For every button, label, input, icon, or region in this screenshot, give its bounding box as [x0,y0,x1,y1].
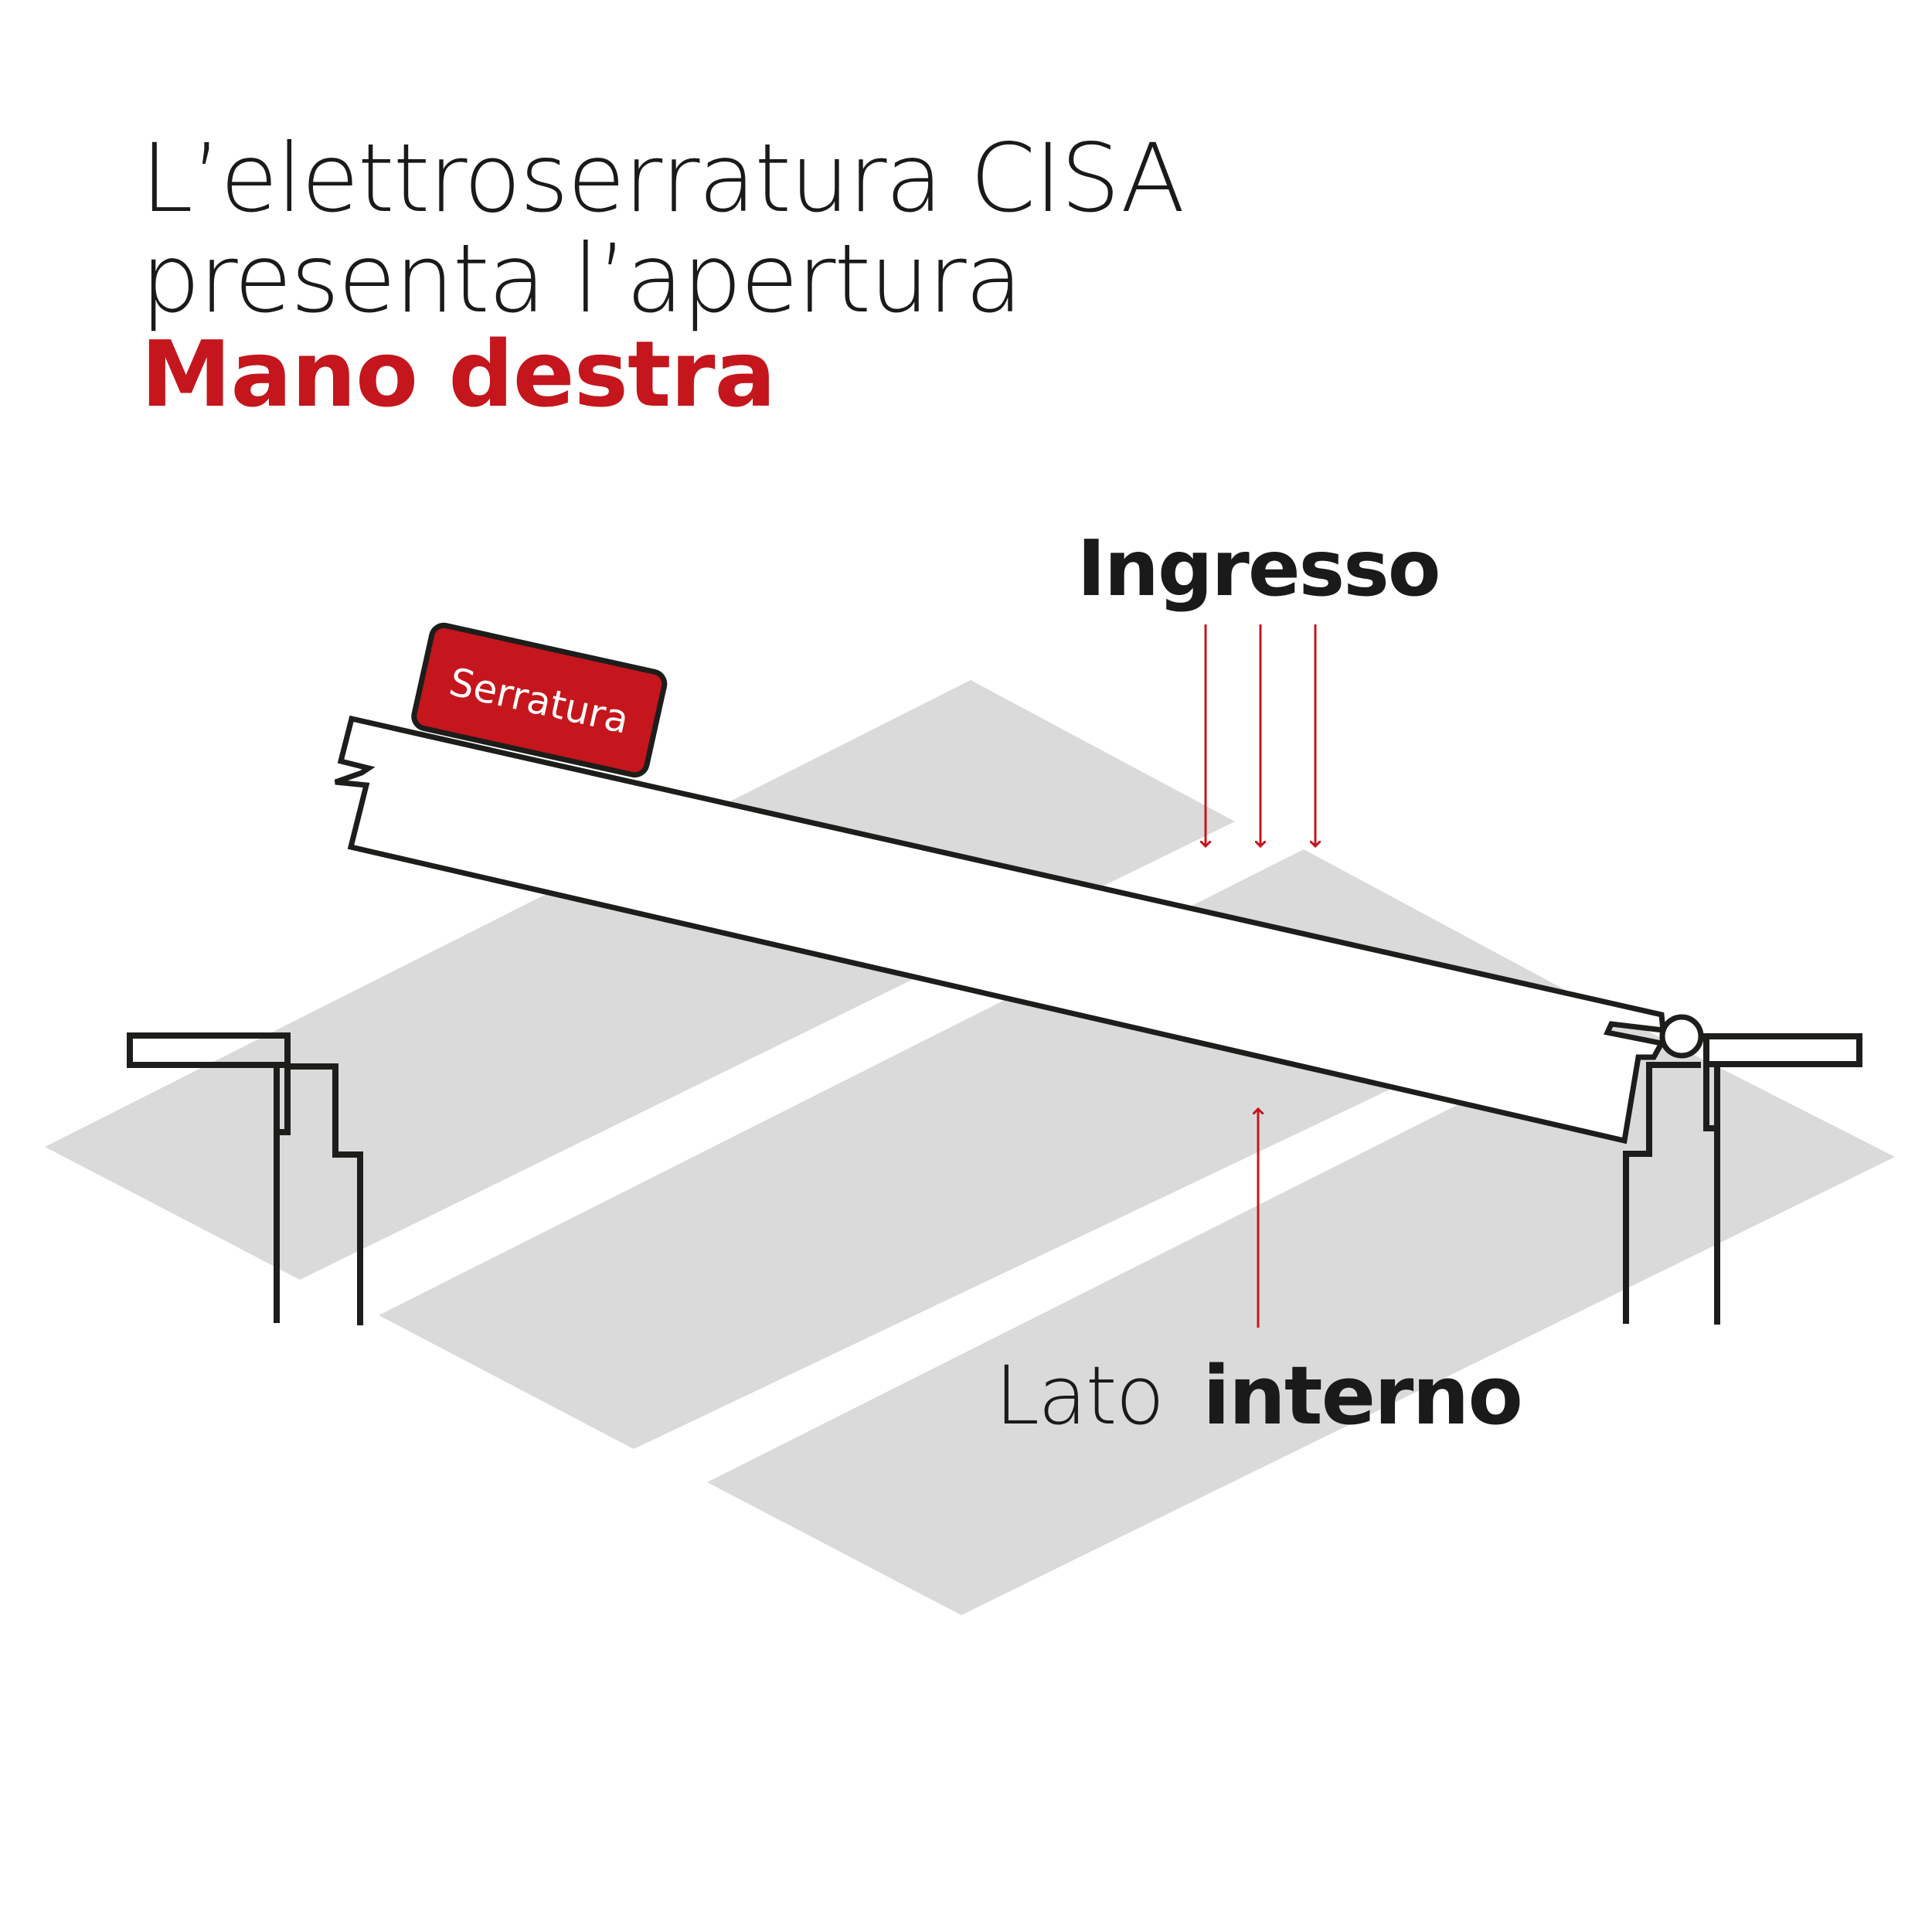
inside-label-bold: interno [1202,1349,1522,1443]
right-door-frame [1623,1033,1862,1325]
title-line-1: L’elettroserratura CISA [141,124,1185,233]
title-line-2: presenta l’apertura [141,224,1022,334]
lock-badge: Serratura [411,622,668,778]
floor [45,680,1895,1615]
left-door-frame [127,1032,363,1325]
inside-label: Lato interno [995,1349,1522,1443]
inside-label-prefix: Lato [995,1349,1163,1443]
door-leaf [334,715,1666,1145]
floor-tile [707,1020,1895,1615]
floor-tile [45,680,1235,1280]
door-hinge [1659,1014,1704,1059]
entrance-label: Ingresso [1077,523,1440,614]
entrance-arrows [1206,624,1315,846]
title-line-3: Mano destra [141,321,776,427]
